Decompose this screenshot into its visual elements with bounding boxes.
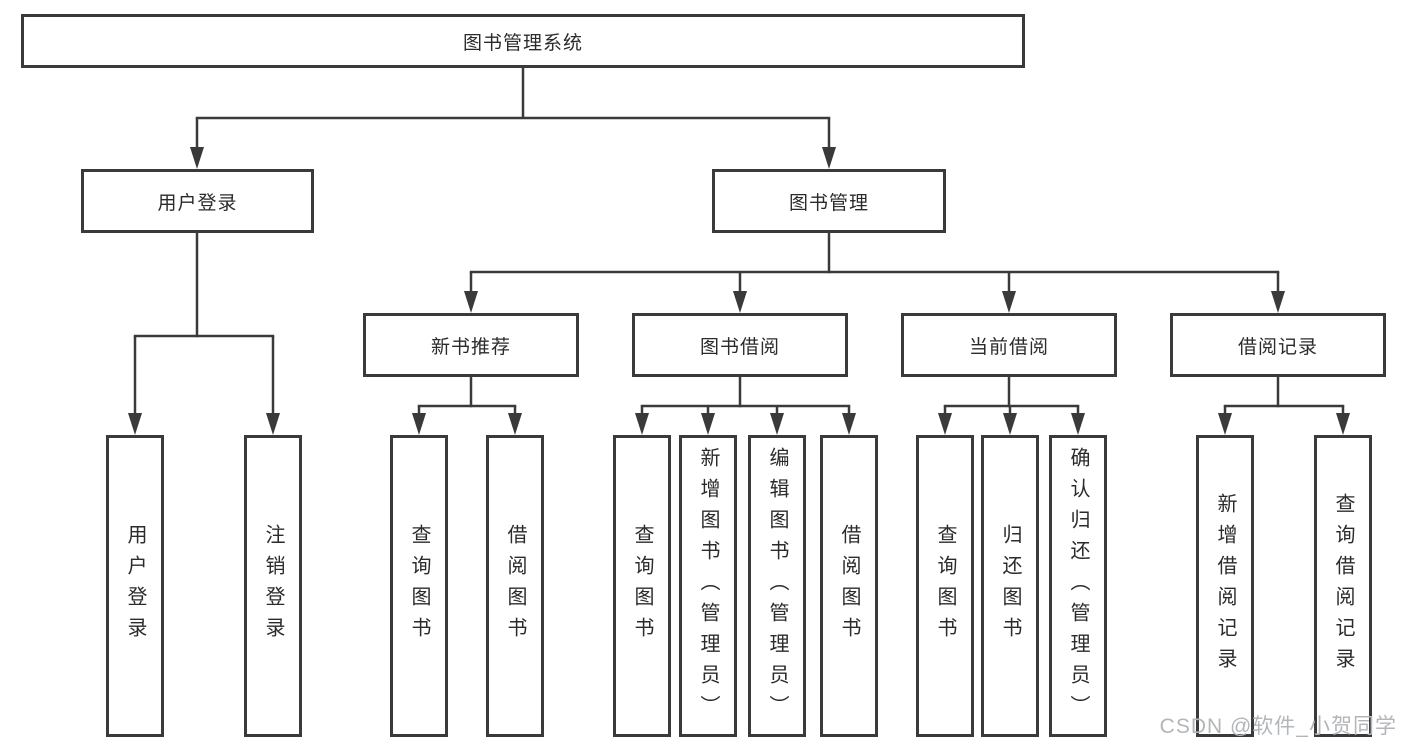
leaf-query-books-3: 查询图书 — [916, 435, 974, 737]
leaf-borrow-books-2: 借阅图书 — [820, 435, 878, 737]
leaf-label: 注销登录 — [262, 524, 284, 648]
leaf-query-books-1: 查询图书 — [390, 435, 448, 737]
leaf-label: 归还图书 — [999, 524, 1021, 648]
leaf-label: 查询借阅记录 — [1332, 493, 1354, 679]
leaf-label: 借阅图书 — [504, 524, 526, 648]
leaf-label: 查询图书 — [631, 524, 653, 648]
leaf-label: 用户登录 — [124, 524, 146, 648]
leaf-label: 查询图书 — [408, 524, 430, 648]
leaf-edit-book-admin: 编辑图书（管理员） — [748, 435, 806, 737]
leaf-query-books-2: 查询图书 — [613, 435, 671, 737]
leaf-label: 确认归还（管理员） — [1067, 446, 1089, 726]
node-user-login: 用户登录 — [81, 169, 314, 233]
leaf-confirm-return-admin: 确认归还（管理员） — [1049, 435, 1107, 737]
leaf-add-book-admin: 新增图书（管理员） — [679, 435, 737, 737]
leaf-borrow-books-1: 借阅图书 — [486, 435, 544, 737]
leaf-query-borrow-record: 查询借阅记录 — [1314, 435, 1372, 737]
leaf-label: 查询图书 — [934, 524, 956, 648]
leaf-user-login: 用户登录 — [106, 435, 164, 737]
node-book-borrow: 图书借阅 — [632, 313, 848, 377]
leaf-label: 新增借阅记录 — [1214, 493, 1236, 679]
leaf-label: 编辑图书（管理员） — [766, 446, 788, 726]
node-borrow-records: 借阅记录 — [1170, 313, 1386, 377]
leaf-add-borrow-record: 新增借阅记录 — [1196, 435, 1254, 737]
leaf-return-book: 归还图书 — [981, 435, 1039, 737]
node-new-book-recommend: 新书推荐 — [363, 313, 579, 377]
node-current-borrow: 当前借阅 — [901, 313, 1117, 377]
node-root: 图书管理系统 — [21, 14, 1025, 68]
leaf-label: 新增图书（管理员） — [697, 446, 719, 726]
node-book-management: 图书管理 — [712, 169, 946, 233]
leaf-label: 借阅图书 — [838, 524, 860, 648]
leaf-logout: 注销登录 — [244, 435, 302, 737]
